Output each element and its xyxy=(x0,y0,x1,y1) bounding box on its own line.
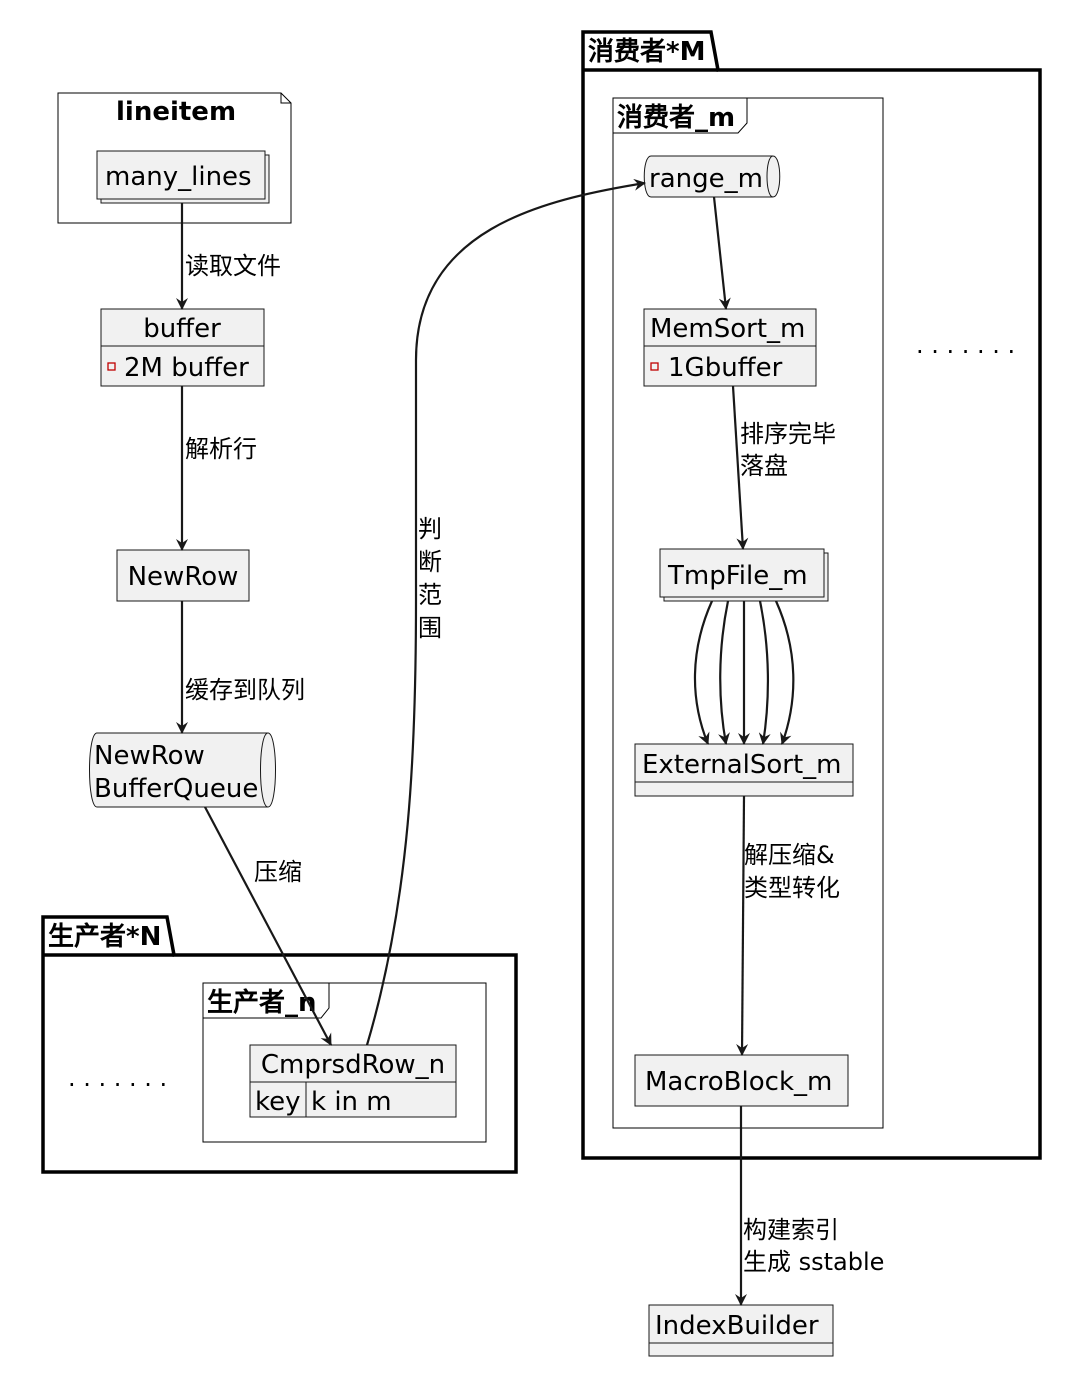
producer-package-outer: 生产者*N xyxy=(41,915,518,1174)
edge-range-to-memsort xyxy=(712,196,731,310)
label-cache-queue: 缓存到队列 xyxy=(185,676,305,704)
producer-ellipsis: · · · · · · · xyxy=(68,1071,167,1099)
buffer-title: buffer xyxy=(143,314,221,344)
buffer-field: 2M buffer xyxy=(124,353,249,383)
field-marker-icon xyxy=(650,362,659,371)
cmprsd-value: k in m xyxy=(311,1087,392,1117)
tmpfile-label: TmpFile_m xyxy=(667,561,808,591)
memsort-field: 1Gbuffer xyxy=(668,353,783,383)
edge-compress xyxy=(204,806,332,1046)
producer-package-inner: 生产者_n xyxy=(202,982,487,1143)
label-judge-2: 断 xyxy=(418,548,442,576)
cmprsd-row-node: CmprsdRow_n key k in m xyxy=(249,1044,457,1118)
range-m-label: range_m xyxy=(649,164,763,194)
indexbuilder-node: IndexBuilder xyxy=(648,1304,834,1357)
indexbuilder-label: IndexBuilder xyxy=(655,1311,819,1341)
label-build-index-1: 构建索引 xyxy=(743,1216,839,1244)
edge-decompress xyxy=(736,795,749,1056)
newrow-node: NewRow xyxy=(116,549,250,602)
edge-tmpfile-2 xyxy=(718,600,730,745)
consumer-inner-title: 消费者_m xyxy=(617,103,735,133)
lineitem-title: lineitem xyxy=(116,97,236,127)
queue-line1: NewRow xyxy=(94,741,205,771)
consumer-package-inner: 消费者_m xyxy=(612,97,884,1129)
label-judge-3: 范 xyxy=(418,581,442,609)
consumer-package-outer: 消费者*M xyxy=(581,30,1042,1160)
macroblock-label: MacroBlock_m xyxy=(645,1067,832,1097)
label-compress: 压缩 xyxy=(254,858,302,886)
label-decompress-2: 类型转化 xyxy=(744,874,840,902)
memsort-title: MemSort_m xyxy=(650,314,805,344)
tmpfile-node: TmpFile_m xyxy=(659,548,829,602)
edge-tmpfile-5 xyxy=(774,600,795,745)
macroblock-node: MacroBlock_m xyxy=(634,1054,849,1107)
label-parse-line: 解析行 xyxy=(185,435,257,463)
label-judge-4: 围 xyxy=(418,614,442,642)
label-sort-done-1: 排序完毕 xyxy=(740,420,836,448)
externalsort-node: ExternalSort_m xyxy=(634,743,854,797)
lineitem-folder: lineitem xyxy=(57,92,292,224)
externalsort-label: ExternalSort_m xyxy=(642,750,842,780)
many-lines-node: many_lines xyxy=(96,150,270,204)
consumer-outer-title: 消费者*M xyxy=(588,37,705,67)
cmprsd-title: CmprsdRow_n xyxy=(261,1050,445,1080)
cmprsd-key: key xyxy=(255,1087,301,1117)
edge-tmpfile-4 xyxy=(758,600,771,745)
edge-judge-range xyxy=(365,178,646,1046)
edge-tmpfile-1 xyxy=(693,600,714,745)
label-decompress-1: 解压缩& xyxy=(744,841,835,869)
buffer-node: buffer 2M buffer xyxy=(100,308,265,387)
label-read-file: 读取文件 xyxy=(185,252,281,280)
label-build-index-2: 生成 sstable xyxy=(743,1248,884,1276)
producer-inner-title: 生产者_n xyxy=(207,988,317,1018)
many-lines-label: many_lines xyxy=(105,162,252,192)
field-marker-icon xyxy=(107,362,116,371)
label-judge-1: 判 xyxy=(418,515,442,543)
producer-outer-title: 生产者*N xyxy=(48,922,161,952)
memsort-node: MemSort_m 1Gbuffer xyxy=(643,308,817,387)
edge-sort-done xyxy=(731,385,749,550)
range-m-node: range_m xyxy=(643,155,781,198)
newrow-label: NewRow xyxy=(128,562,239,592)
label-sort-done-2: 落盘 xyxy=(740,452,788,480)
buffer-queue-node: NewRow BufferQueue xyxy=(89,732,276,808)
consumer-ellipsis: · · · · · · · xyxy=(916,338,1015,366)
queue-line2: BufferQueue xyxy=(94,774,258,804)
